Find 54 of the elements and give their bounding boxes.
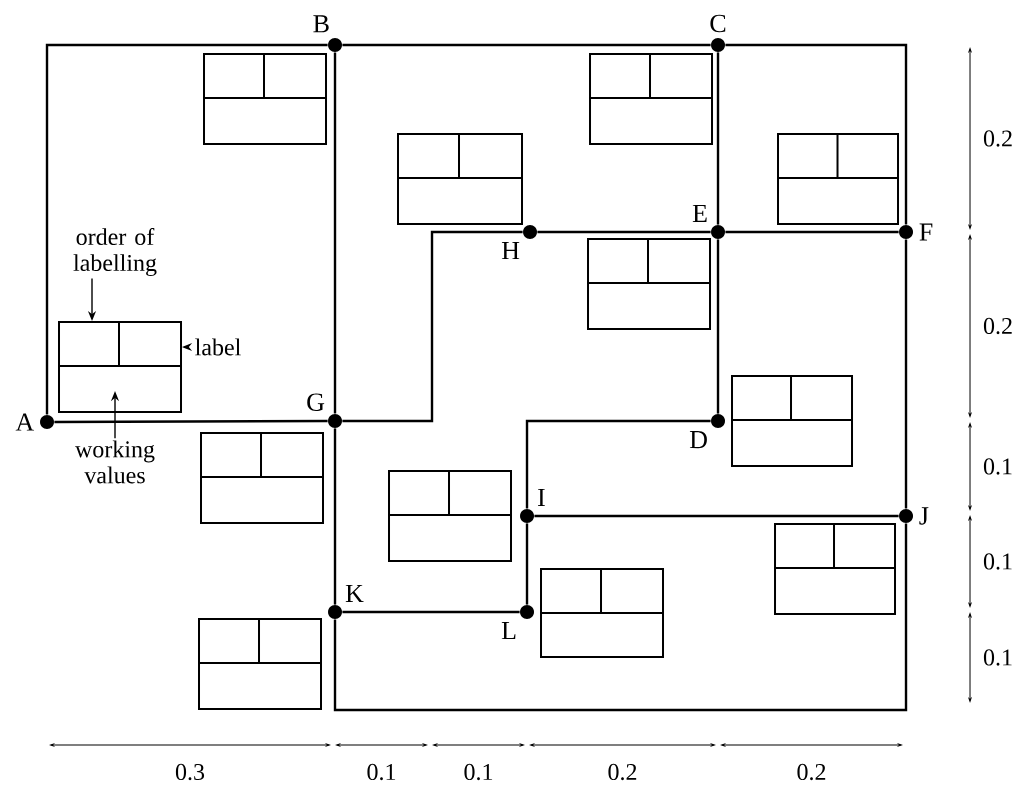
annotation-text: order of labelling — [73, 227, 157, 277]
dimension-label: 0.2 — [797, 763, 826, 781]
node-label: J — [919, 507, 929, 525]
node-label: B — [313, 15, 329, 33]
dimension-label: 0.2 — [983, 130, 1012, 147]
labelling-box — [539, 567, 664, 658]
node-label: F — [919, 223, 933, 241]
labelling-box — [199, 431, 324, 524]
dimension-label: 0.1 — [983, 553, 1012, 570]
dimension-label: 0.3 — [175, 763, 205, 781]
street-line — [904, 239, 908, 509]
node-label: A — [15, 413, 35, 431]
node-label: I — [538, 488, 545, 506]
dimension-label: 0.1 — [367, 763, 396, 781]
street-line — [525, 419, 711, 509]
street-line — [725, 230, 899, 234]
labelling-box — [396, 132, 523, 225]
labelling-box — [776, 132, 899, 225]
annotation-text: working values — [75, 440, 155, 484]
street-line — [725, 43, 908, 225]
labelling-box — [773, 522, 896, 615]
labelling-box — [586, 237, 711, 330]
node-label: C — [710, 14, 726, 33]
street-line — [333, 428, 337, 605]
labelling-box — [197, 617, 322, 710]
street-line — [45, 43, 328, 415]
street-line — [537, 230, 711, 234]
street-line — [342, 610, 520, 614]
node-label: G — [307, 393, 325, 411]
street-line — [333, 523, 908, 712]
labelling-box — [588, 52, 713, 145]
street-line — [342, 43, 711, 47]
node-label: H — [501, 242, 520, 260]
labelling-box — [57, 320, 182, 413]
street-line — [333, 52, 337, 414]
labelling-box — [202, 52, 327, 145]
labelling-box — [730, 374, 853, 467]
dimension-label: 0.1 — [464, 763, 493, 781]
annotation-text: label — [195, 338, 241, 356]
street-line — [716, 52, 720, 225]
street-line — [342, 230, 523, 423]
dimension-label: 0.1 — [983, 649, 1012, 666]
dimension-label: 0.2 — [983, 317, 1012, 335]
street-line — [525, 523, 529, 605]
node-label: E — [692, 204, 707, 222]
street-line — [716, 239, 720, 414]
node-label: K — [345, 584, 364, 602]
dimension-label: 0.2 — [608, 763, 637, 781]
node-label: D — [689, 431, 707, 449]
node-label: L — [501, 622, 516, 640]
dimension-label: 0.1 — [983, 458, 1012, 475]
street-line — [534, 514, 899, 518]
labelling-box — [387, 469, 512, 562]
street-line — [54, 419, 328, 424]
